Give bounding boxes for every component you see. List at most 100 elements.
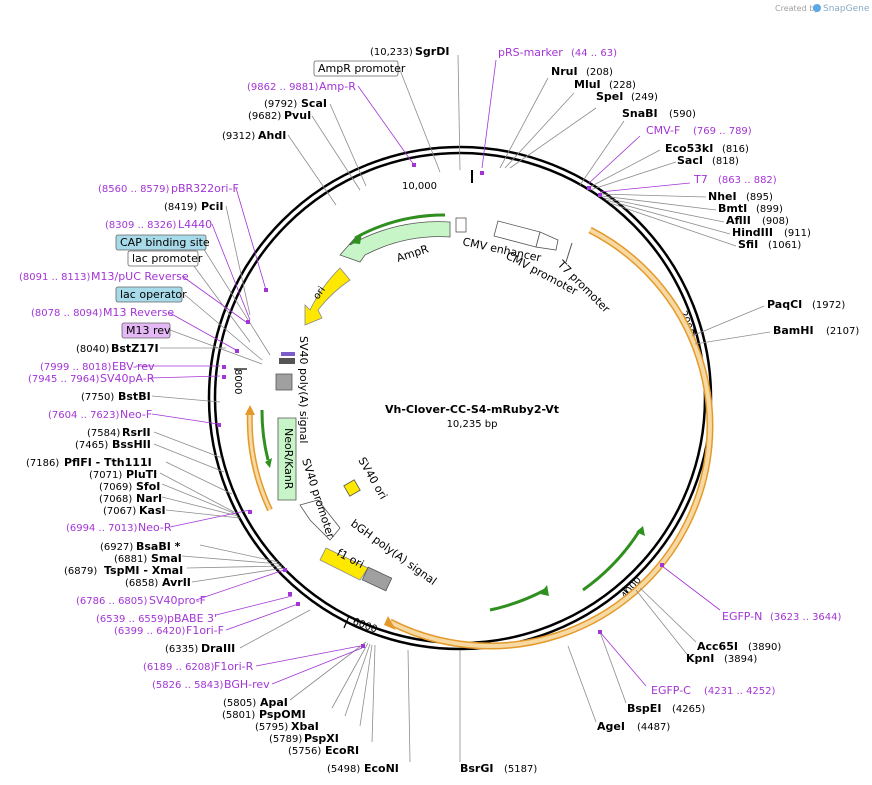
- svg-text:(2107): (2107): [826, 326, 859, 337]
- primer-label-amp-r: Amp-R: [319, 80, 356, 93]
- feature-sv40-polya: SV40 poly(A) signal: [297, 336, 310, 443]
- svg-text:(6539 .. 6559): (6539 .. 6559): [96, 614, 168, 625]
- primer-label-l4440: L4440: [178, 218, 212, 231]
- primer-label-neo-f: Neo-F: [120, 408, 152, 421]
- svg-text:(911): (911): [784, 228, 811, 239]
- svg-text:(8040): (8040): [76, 344, 109, 355]
- svg-text:(908): (908): [762, 216, 789, 227]
- svg-text:(249): (249): [631, 92, 658, 103]
- enzyme-label-hindiii: HindIII: [732, 226, 773, 239]
- enzyme-label-kpni: KpnI: [686, 652, 714, 665]
- enzyme-label-avrii: AvrII: [162, 576, 191, 589]
- enzyme-label-tspmi-xmai: TspMI - XmaI: [104, 564, 183, 577]
- ori-arrow: [304, 267, 351, 326]
- sv40-promoter-shape: [299, 499, 341, 541]
- watermark-prefix: Created by: [775, 4, 819, 13]
- enzyme-label-draiii: DraIII: [201, 642, 235, 655]
- svg-text:(5795): (5795): [255, 722, 288, 733]
- watermark-brand: SnapGene: [823, 4, 870, 14]
- svg-text:(8078 .. 8094): (8078 .. 8094): [31, 308, 103, 319]
- label-cap-binding-site: CAP binding site: [120, 236, 210, 249]
- box-ampr-promoter: [313, 60, 399, 77]
- label-lac-promoter: lac promoter: [132, 252, 203, 265]
- svg-text:(7584): (7584): [87, 428, 120, 439]
- enzyme-label-bsshii: BssHII: [112, 438, 151, 451]
- enzyme-label-smai: SmaI: [151, 552, 182, 565]
- primer-label-sv40pa-r: SV40pA-R: [100, 372, 155, 385]
- svg-text:(6879): (6879): [64, 566, 97, 577]
- enzyme-label-nari: NarI: [136, 492, 162, 505]
- svg-text:(5805): (5805): [223, 698, 256, 709]
- svg-text:(7067): (7067): [103, 506, 136, 517]
- svg-text:(818): (818): [712, 156, 739, 167]
- orf-green-1: [489, 588, 546, 612]
- enzyme-label-bstbi: BstBI: [118, 390, 151, 403]
- svg-text:(3623 .. 3644): (3623 .. 3644): [770, 612, 842, 623]
- primer-label-prs-marker: pRS-marker: [498, 46, 563, 59]
- svg-text:(7069): (7069): [99, 482, 132, 493]
- enzyme-label-bmti: BmtI: [718, 202, 747, 215]
- box-lac-operator: [115, 286, 183, 303]
- enzyme-label-sfii: SfiI: [738, 238, 758, 251]
- enzyme-label-pflfi-tth111i: PflFI - Tth111I: [64, 456, 152, 469]
- sv40-polya-shape: [275, 373, 293, 391]
- enzyme-label-agei: AgeI: [597, 720, 625, 733]
- enzyme-label-bsrgi: BsrGI: [460, 762, 493, 775]
- label-lac-operator: lac operator: [120, 288, 187, 301]
- enzyme-label-bstz17i: BstZ17I: [111, 342, 159, 355]
- svg-text:(6399 .. 6420): (6399 .. 6420): [114, 626, 186, 637]
- svg-text:(8419): (8419): [164, 202, 197, 213]
- svg-text:(44 .. 63): (44 .. 63): [571, 48, 617, 59]
- svg-text:(6881): (6881): [114, 554, 147, 565]
- primer-label-cmv-f: CMV-F: [646, 124, 680, 137]
- primer-label-bgh-rev: BGH-rev: [224, 678, 270, 691]
- svg-text:(6994 .. 7013): (6994 .. 7013): [66, 523, 138, 534]
- enzyme-label-bamhi: BamHI: [773, 324, 814, 337]
- svg-text:(6858): (6858): [125, 578, 158, 589]
- svg-text:(7071): (7071): [89, 470, 122, 481]
- tick-label-10000: 10,000: [402, 181, 437, 192]
- svg-text:(3890): (3890): [748, 642, 781, 653]
- box-cap-binding-site: [115, 234, 207, 251]
- enzyme-label-bspei: BspEI: [627, 702, 661, 715]
- primer-marks: [217, 163, 664, 648]
- svg-text:(7186): (7186): [26, 458, 59, 469]
- svg-text:(4231 .. 4252): (4231 .. 4252): [704, 686, 776, 697]
- primer-label-neo-r: Neo-R: [138, 521, 172, 534]
- svg-text:(9792): (9792): [264, 99, 297, 110]
- enzyme-label-bsabi: BsaBI *: [136, 540, 181, 553]
- svg-text:(590): (590): [669, 109, 696, 120]
- primer-label-egfp-n: EGFP-N: [722, 610, 762, 623]
- svg-text:(3894): (3894): [724, 654, 757, 665]
- tick-label-6000: 6000: [351, 616, 379, 635]
- primer-label-m13-puc-reverse: M13/pUC Reverse: [91, 270, 189, 283]
- svg-text:(1061): (1061): [768, 240, 801, 251]
- svg-text:(5498): (5498): [327, 764, 360, 775]
- svg-text:(5826 .. 5843): (5826 .. 5843): [152, 680, 224, 691]
- tick-6000: [343, 615, 350, 629]
- svg-text:(4487): (4487): [637, 722, 670, 733]
- enzyme-label-ahdi: AhdI: [258, 129, 286, 142]
- enzyme-label-econi: EcoNI: [364, 762, 399, 775]
- bgh-polya-shape: [361, 566, 393, 592]
- primer-label-f1ori-r: F1ori-R: [214, 660, 254, 673]
- primer-label-ebv-rev: EBV-rev: [112, 360, 155, 373]
- cmv-promoter-shape: [535, 231, 559, 251]
- svg-text:(5789): (5789): [269, 734, 302, 745]
- feature-sv40-ori: SV40 ori: [355, 455, 389, 502]
- orf-arc-head: [384, 616, 396, 630]
- enzyme-label-xbai: XbaI: [291, 720, 319, 733]
- label-ampr-promoter: AmpR promoter: [318, 62, 406, 75]
- svg-text:(228): (228): [609, 80, 636, 91]
- svg-text:(8091 .. 8113): (8091 .. 8113): [19, 272, 91, 283]
- svg-text:(9312): (9312): [222, 131, 255, 142]
- svg-text:(769 .. 789): (769 .. 789): [693, 126, 752, 137]
- enzyme-label-kasi: KasI: [139, 504, 166, 517]
- enzyme-label-paqci: PaqCI: [767, 298, 802, 311]
- feature-ampr: AmpR: [395, 242, 431, 265]
- enzyme-label-pcii: PciI: [201, 200, 223, 213]
- svg-text:(895): (895): [746, 192, 773, 203]
- enzyme-label-mlui: MluI: [574, 78, 601, 91]
- primer-label-sv40pro-f: SV40pro-F: [149, 594, 206, 607]
- primer-label-t7: T7: [693, 173, 708, 186]
